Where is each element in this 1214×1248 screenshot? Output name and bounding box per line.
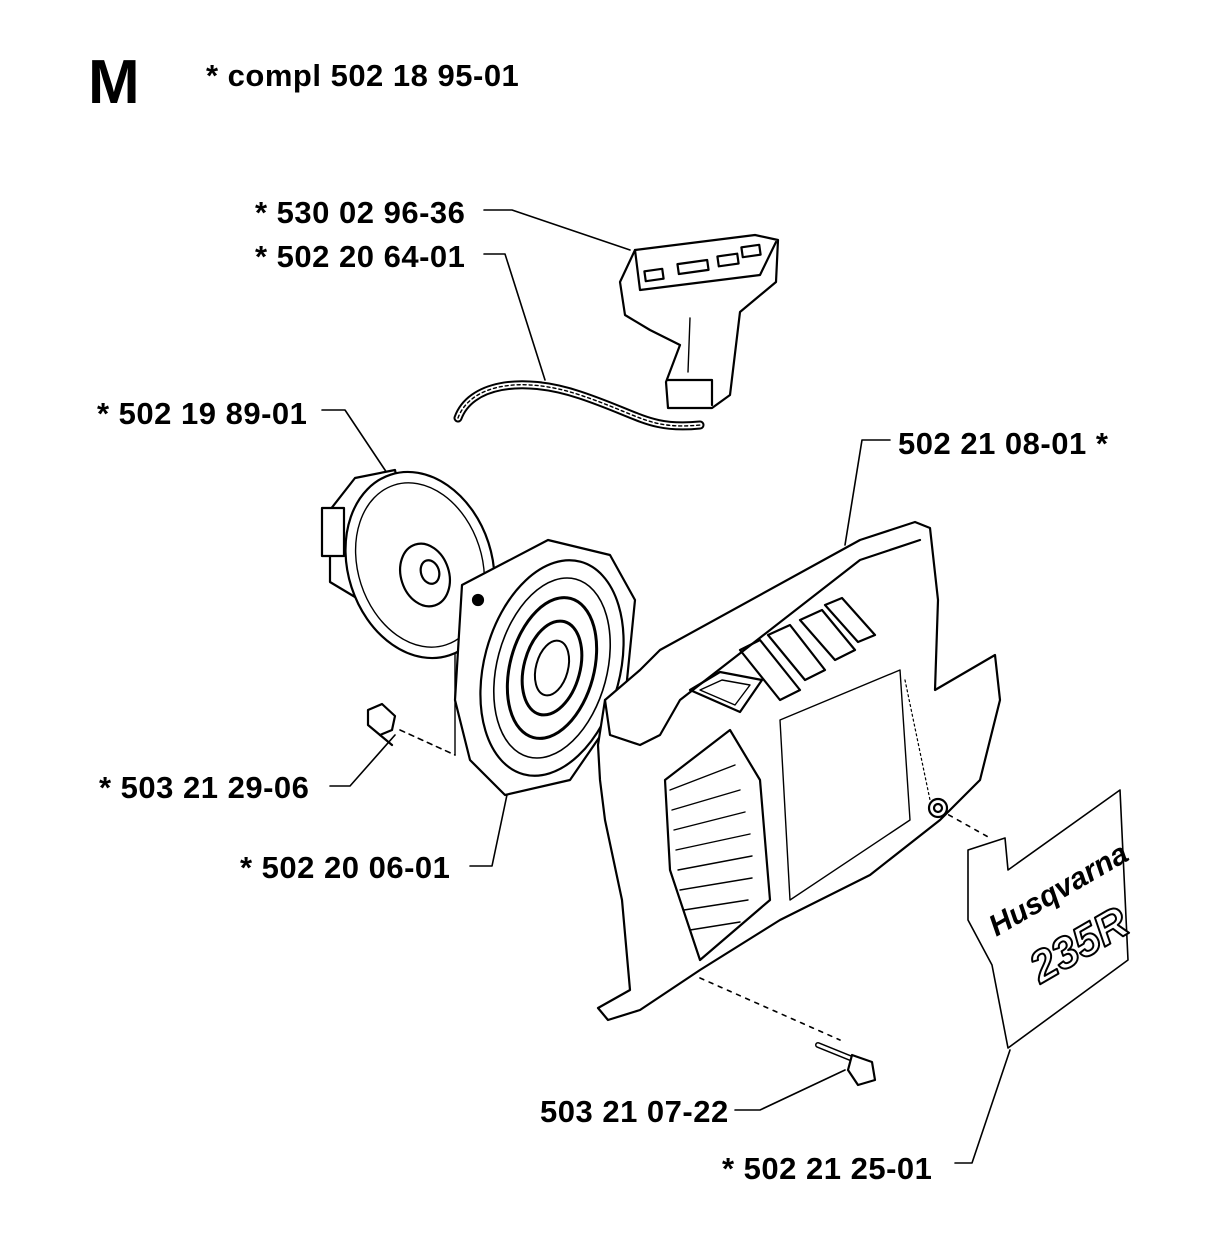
part-label-handle: * 530 02 96-36 — [255, 195, 466, 230]
part-label-cover: 502 21 08-01 * — [898, 426, 1109, 461]
part-label-decal: * 502 21 25-01 — [722, 1151, 933, 1186]
part-label-pulley: * 502 19 89-01 — [97, 396, 308, 431]
decal-plate: Husqvarna 235R — [967, 789, 1138, 1049]
complete-assembly-label: * compl 502 18 95-01 — [206, 58, 520, 93]
pulley-screw — [366, 702, 397, 747]
part-label-rope: * 502 20 64-01 — [255, 239, 466, 274]
starter-handle — [618, 233, 780, 410]
spring-cassette — [453, 538, 637, 797]
cover-screw — [815, 1042, 877, 1087]
section-letter: M — [88, 48, 140, 117]
part-label-screw-pulley: * 503 21 29-06 — [99, 770, 310, 805]
leader-lines — [321, 209, 1011, 1164]
starter-rope — [453, 380, 705, 431]
starter-cover — [596, 520, 1002, 1022]
rope-pulley — [320, 468, 496, 660]
part-label-screw-cover: 503 21 07-22 — [540, 1094, 729, 1129]
part-label-spring-cassette: * 502 20 06-01 — [240, 850, 451, 885]
